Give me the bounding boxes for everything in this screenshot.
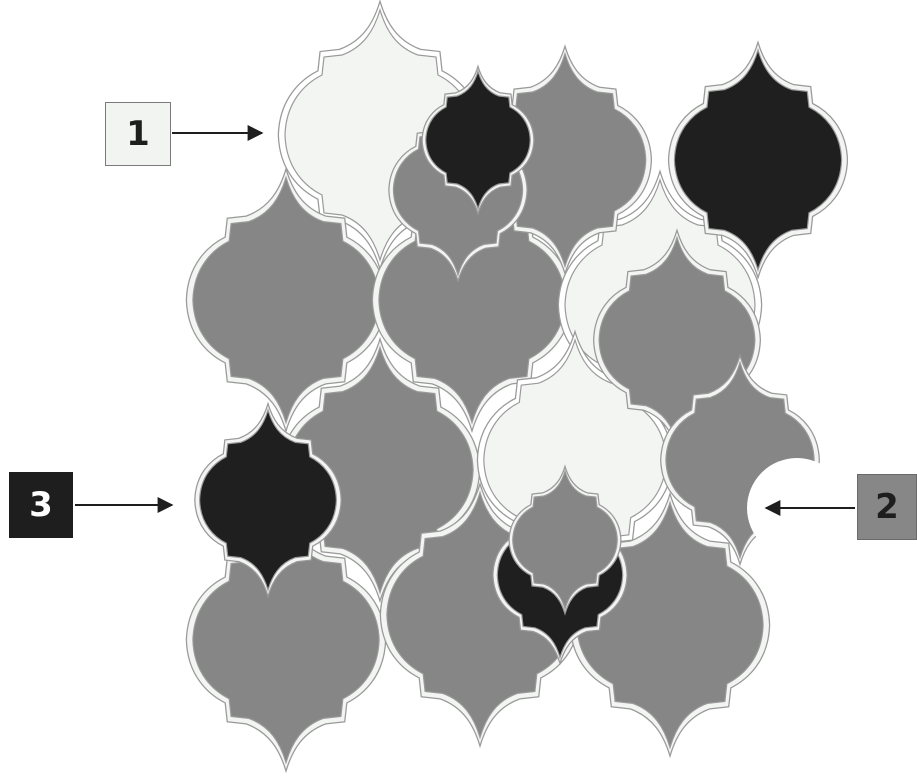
callout-label-3: 3 [9, 472, 73, 538]
mosaic-tiles [185, 0, 849, 772]
callout-arrows [75, 125, 855, 516]
callout-label-1: 1 [105, 102, 171, 166]
callout-label-2: 2 [857, 474, 917, 540]
